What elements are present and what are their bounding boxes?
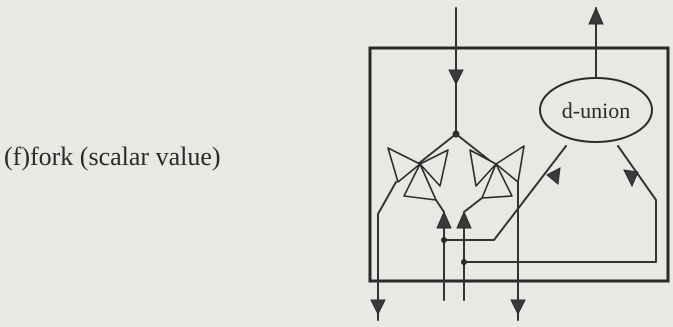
figure-caption: (f)fork (scalar value) <box>4 142 221 171</box>
right-inner-wire <box>463 197 483 213</box>
input-arrow-icon <box>448 69 464 86</box>
union-output-arrow-icon <box>588 6 604 25</box>
union-input-wire-left <box>443 145 567 241</box>
junction-dot-right <box>461 259 467 265</box>
union-left-arrow-icon <box>546 167 561 185</box>
right-control-arrow-icon <box>456 210 472 229</box>
left-branch-wire <box>417 133 457 165</box>
left-output-wire <box>377 181 397 321</box>
d-union-label: d-union <box>562 98 630 123</box>
right-output-arrow-icon <box>510 299 526 316</box>
left-inner-wire <box>435 199 445 213</box>
union-right-arrow-icon <box>623 169 639 188</box>
left-control-arrow-icon <box>436 210 452 229</box>
left-gate-icon <box>387 147 449 201</box>
left-output-arrow-icon <box>370 299 386 316</box>
junction-dot-left <box>441 237 447 243</box>
right-gate-icon <box>469 145 525 199</box>
